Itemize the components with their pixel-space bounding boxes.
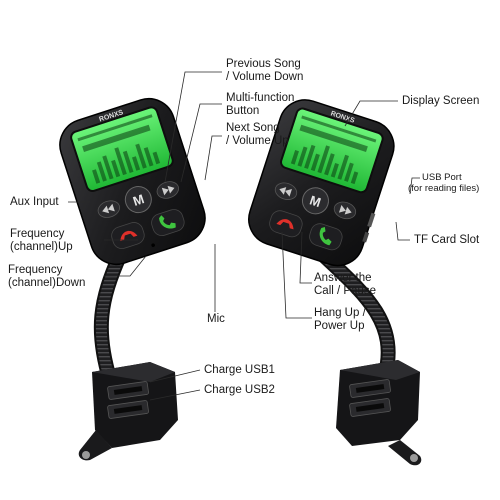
label-answer-call: Answer the Call / Pause — [314, 272, 376, 298]
left-hangup-button — [111, 222, 145, 250]
label-multi-function-line2: Button — [226, 105, 260, 117]
label-answer-call-line2: Call / Pause — [314, 285, 377, 297]
label-multi-function: Multi-function Button — [226, 92, 294, 118]
label-mic-text: Mic — [207, 313, 225, 325]
label-hang-up: Hang Up / Power Up — [314, 307, 366, 333]
label-tf-card-slot-text: TF Card Slot — [414, 234, 480, 246]
right-device: RONXS M — [248, 99, 422, 466]
right-charger-base — [336, 360, 422, 466]
label-usb-port-line1: USB Port — [422, 172, 462, 183]
label-next-song-line2: / Volume Up — [226, 135, 289, 147]
label-aux-input-text: Aux Input — [10, 196, 59, 208]
label-frequency-up: Frequency (channel)Up — [10, 228, 73, 254]
label-frequency-down: Frequency (channel)Down — [8, 264, 85, 290]
left-charger-base — [78, 362, 178, 461]
label-hang-up-line1: Hang Up / — [314, 307, 366, 319]
label-charge-usb1-text: Charge USB1 — [204, 364, 275, 376]
svg-text:M: M — [308, 192, 323, 210]
label-tf-card-slot: TF Card Slot — [414, 234, 479, 247]
label-aux-input: Aux Input — [10, 196, 59, 209]
label-charge-usb2-text: Charge USB2 — [204, 384, 275, 396]
left-phone-hangup-icon — [120, 230, 138, 242]
label-display-screen-text: Display Screen — [402, 95, 480, 107]
label-mic: Mic — [207, 313, 225, 326]
label-answer-call-line1: Answer the — [314, 272, 372, 284]
label-frequency-down-line2: (channel)Down — [8, 277, 86, 289]
label-frequency-up-line1: Frequency — [10, 228, 65, 240]
left-device: RONXS M — [59, 97, 206, 461]
label-previous-song-line1: Previous Song — [226, 58, 301, 70]
label-frequency-down-line1: Frequency — [8, 264, 63, 276]
label-usb-port-line2: (for reading files) — [408, 183, 480, 194]
left-center-m-button — [124, 186, 152, 214]
label-charge-usb1: Charge USB1 — [204, 364, 275, 377]
label-multi-function-line1: Multi-function — [226, 92, 295, 104]
right-usb-port — [367, 212, 376, 228]
left-mic-hole — [151, 243, 155, 248]
label-display-screen: Display Screen — [402, 95, 479, 108]
leader-lines — [68, 71, 420, 401]
left-next-icon — [161, 185, 175, 196]
left-phone-answer-icon — [159, 215, 176, 229]
label-next-song-line1: Next Song — [226, 122, 280, 134]
label-usb-port: USB Port (for reading files) — [408, 172, 479, 194]
left-prev-icon — [102, 203, 115, 214]
label-previous-song-line2: / Volume Down — [226, 71, 304, 83]
left-m-icon: M — [131, 191, 146, 209]
label-frequency-up-line2: (channel)Up — [10, 241, 73, 253]
right-tf-slot — [362, 231, 370, 243]
left-answer-button — [151, 209, 185, 237]
label-hang-up-line2: Power Up — [314, 320, 365, 332]
label-previous-song: Previous Song / Volume Down — [226, 58, 303, 84]
label-next-song: Next Song / Volume Up — [226, 122, 289, 148]
label-charge-usb2: Charge USB2 — [204, 384, 275, 397]
